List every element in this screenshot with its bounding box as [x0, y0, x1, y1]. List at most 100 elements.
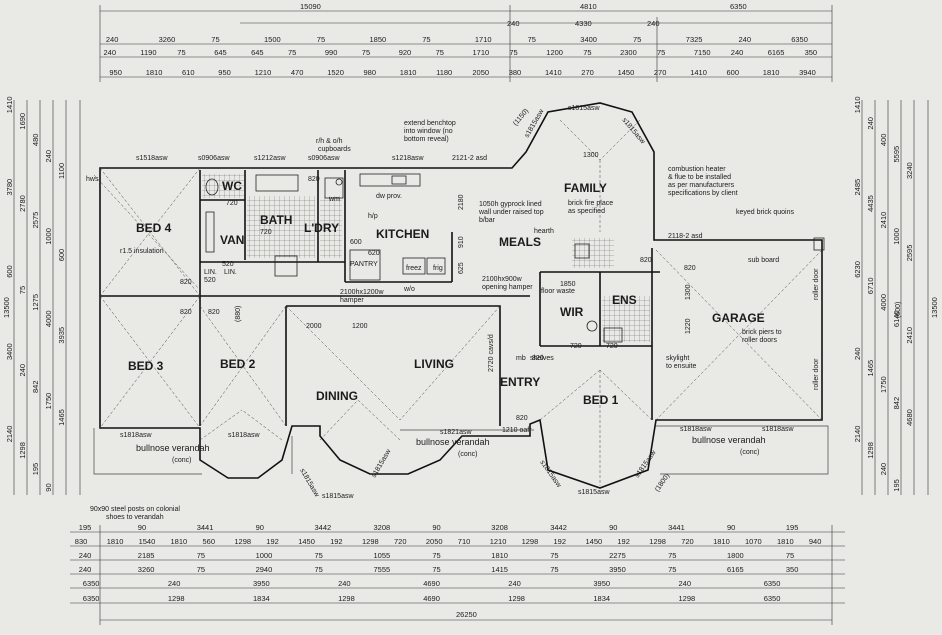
- dim-text: 1810: [777, 537, 794, 546]
- dim-text: 940: [809, 537, 822, 546]
- dim-text: 2050: [426, 537, 443, 546]
- dim-text: 2275: [609, 551, 626, 560]
- note-roller-door: roller door: [813, 358, 820, 390]
- dim-text: 1298: [508, 594, 525, 603]
- dim-text: 3260: [159, 35, 176, 44]
- dim-text: 195: [31, 463, 40, 476]
- room-dim: 600: [350, 239, 362, 246]
- note-roller-door: roller door: [813, 268, 820, 300]
- dim-text: 75: [528, 35, 536, 44]
- dim-text: 1810: [400, 68, 417, 77]
- note-benchtop: bottom reveal): [404, 136, 449, 143]
- note-cupboards: cupboards: [318, 146, 351, 153]
- dim-text: 2185: [138, 551, 155, 560]
- dim-text: 380: [509, 68, 522, 77]
- dim-text: 75: [786, 551, 794, 560]
- dim-text: 6350: [730, 2, 747, 11]
- note-gyprock: wall under raised top: [478, 209, 544, 216]
- note-linen-size: 520: [222, 261, 234, 268]
- dim-text: 1834: [253, 594, 270, 603]
- dim-text: 7325: [686, 35, 703, 44]
- note-cupboards: r/h & o/h: [316, 138, 343, 145]
- note-hamper: hamper: [340, 297, 364, 304]
- dim-text: 75: [197, 565, 205, 574]
- dim-text: 75: [509, 48, 517, 57]
- dim-text: 1410: [545, 68, 562, 77]
- dim-text: 1298: [679, 594, 696, 603]
- dim-text: 350: [786, 565, 799, 574]
- dim-text: 192: [554, 537, 567, 546]
- dim-text: 3240: [905, 162, 914, 179]
- door-width: 820: [180, 309, 192, 316]
- dim-text: 2410: [905, 327, 914, 344]
- dim-text: 75: [668, 565, 676, 574]
- dim-text: 240: [338, 579, 351, 588]
- note-mb: mb: [516, 355, 526, 362]
- dim-text: 720: [681, 537, 694, 546]
- dim-text: 90: [256, 523, 264, 532]
- dim-text: 1465: [57, 409, 66, 426]
- dim-text: 75: [288, 48, 296, 57]
- dim-text: 1298: [362, 537, 379, 546]
- room-dim: 1200: [352, 323, 368, 330]
- dim-text: 842: [31, 380, 40, 393]
- room-bath: BATH: [260, 213, 292, 227]
- room-dining: DINING: [316, 389, 358, 403]
- dim-text: 1070: [745, 537, 762, 546]
- room-dim: 1850: [560, 281, 576, 288]
- dim-text: 7555: [374, 565, 391, 574]
- dim-text: 240: [647, 19, 660, 28]
- dim-text: 270: [581, 68, 594, 77]
- note-posts: 90x90 steel posts on colonial: [90, 506, 180, 513]
- dim-text: 6165: [768, 48, 785, 57]
- dim-text: 13500: [930, 297, 939, 318]
- bottom-dimensions: [70, 525, 845, 625]
- window-label: s1818asw: [228, 432, 260, 439]
- dim-text: 830: [75, 537, 88, 546]
- dim-text: 1000: [256, 551, 273, 560]
- note-skylight: skylight: [666, 355, 689, 362]
- note-insulation: r1.5 insulation: [120, 248, 164, 255]
- dim-text: 6350: [764, 579, 781, 588]
- note-gyprock: 1050h gyprock lined: [479, 201, 542, 208]
- dim-text: 1810: [146, 68, 163, 77]
- room-ldry: L'DRY: [304, 221, 339, 235]
- door-width: 620: [368, 250, 380, 257]
- dim-text: 240: [44, 150, 53, 163]
- dim-text: 470: [291, 68, 304, 77]
- note-fireplace: brick fire place: [568, 200, 613, 207]
- dim-text: 1465: [866, 360, 875, 377]
- room-wir: WIR: [560, 305, 584, 319]
- window-label: s1815asw: [568, 105, 600, 112]
- dim-text: 610: [182, 68, 195, 77]
- dim-text: 195: [79, 523, 92, 532]
- left-dim-text: 1410169048024011003780278025751000600600…: [5, 97, 66, 492]
- window-label: 2121-2 asd: [452, 155, 487, 162]
- room-van: VAN: [220, 233, 244, 247]
- dim-text: 4000: [879, 294, 888, 311]
- dim-text: 920: [399, 48, 412, 57]
- dim-text: 90: [432, 523, 440, 532]
- note-benchtop: into window (no: [404, 128, 453, 135]
- window-label: s1821asw: [440, 429, 472, 436]
- dim-text: 75: [436, 48, 444, 57]
- overall-length: 26250: [456, 610, 477, 619]
- window-label: s0906asw: [308, 155, 340, 162]
- window-label: s1818asw: [762, 426, 794, 433]
- dim-text: 1410: [853, 97, 862, 114]
- dim-text: 240: [18, 364, 27, 377]
- room-dim: 625: [458, 262, 465, 274]
- dim-text: 7150: [694, 48, 711, 57]
- dim-text: 240: [104, 48, 117, 57]
- note-skylight: to ensuite: [666, 363, 696, 370]
- dim-text: 1298: [649, 537, 666, 546]
- dim-text: 3208: [374, 523, 391, 532]
- dim-text: 90: [609, 523, 617, 532]
- dim-text: 1298: [522, 537, 539, 546]
- note-posts: shoes to verandah: [106, 514, 164, 521]
- ensuite-tiles: [602, 296, 650, 342]
- dim-text: 192: [330, 537, 343, 546]
